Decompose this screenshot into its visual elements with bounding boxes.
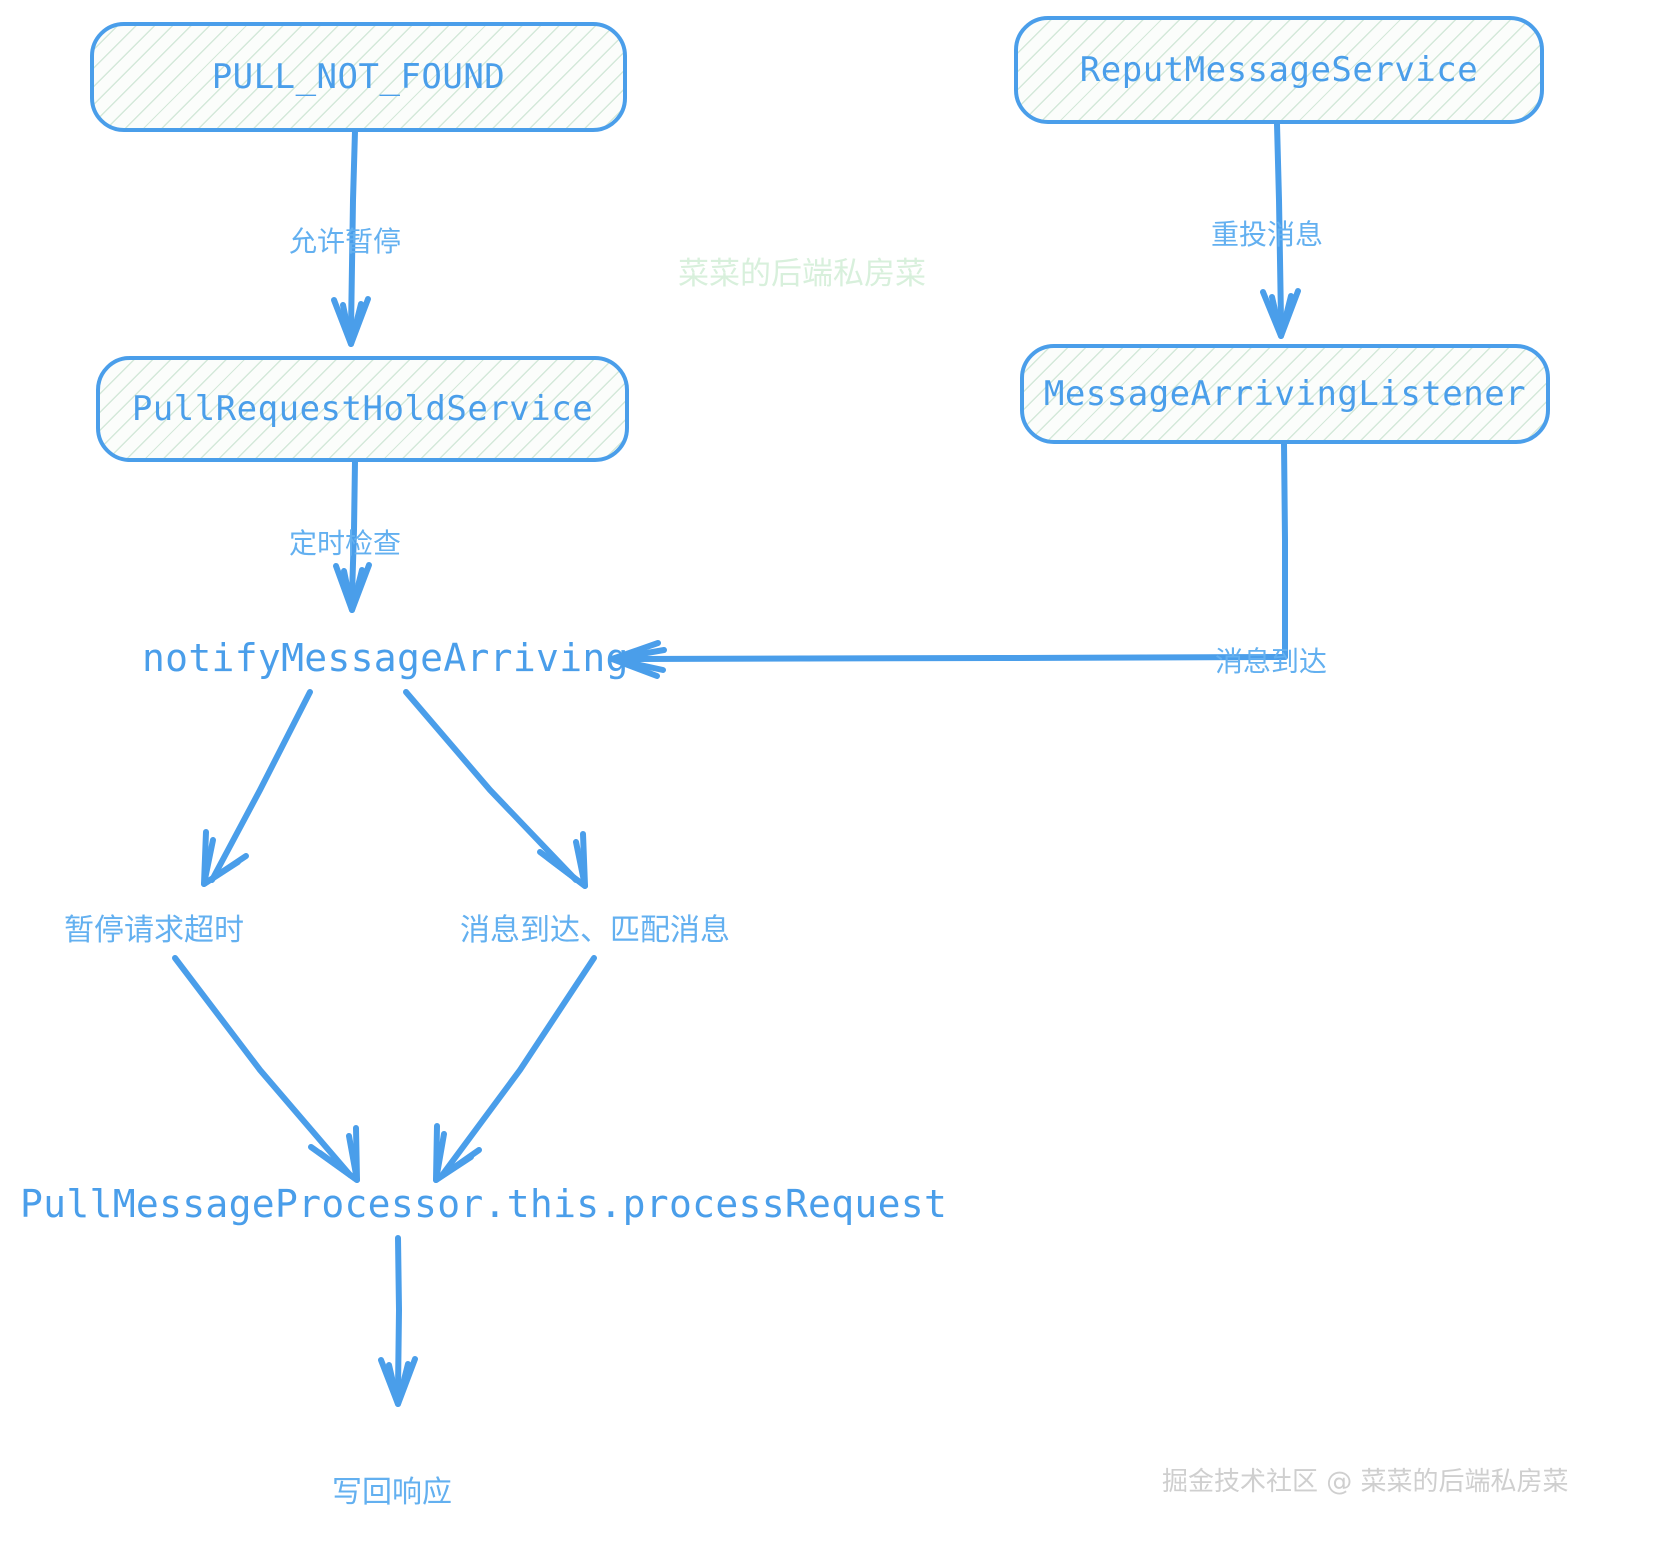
node-notify-message-arriving[interactable]: notifyMessageArriving [142, 636, 629, 680]
node-pull-not-found-label: PULL_NOT_FOUND [211, 57, 506, 97]
connector-process-to-write [378, 1235, 418, 1407]
watermark-center: 菜菜的后端私房菜 [678, 256, 926, 292]
edge-label-allow-suspend: 允许暂停 [289, 225, 402, 258]
connector-to-arrived-matched [403, 689, 588, 889]
edge-label-reput-message: 重投消息 [1211, 218, 1324, 251]
label-write-response: 写回响应 [332, 1475, 452, 1510]
connector-to-suspend-timeout [201, 689, 313, 887]
node-pull-not-found[interactable]: PULL_NOT_FOUND [90, 22, 627, 132]
node-pull-request-hold-service-label: PullRequestHoldService [131, 389, 594, 429]
label-message-arrived-matched: 消息到达、匹配消息 [460, 913, 730, 948]
node-pull-request-hold-service[interactable]: PullRequestHoldService [96, 356, 629, 462]
edge-label-timed-check: 定时检查 [289, 527, 402, 560]
label-suspend-timeout: 暂停请求超时 [64, 913, 244, 948]
watermark-corner: 掘金技术社区 @ 菜菜的后端私房菜 [1162, 1467, 1569, 1497]
edge-label-message-arrived: 消息到达 [1215, 645, 1328, 678]
connector-matched-to-process [433, 955, 597, 1183]
node-message-arriving-listener[interactable]: MessageArrivingListener [1020, 344, 1550, 444]
node-reput-message-service[interactable]: ReputMessageService [1014, 16, 1544, 124]
connector-message-arrived [609, 440, 1288, 679]
node-reput-message-service-label: ReputMessageService [1079, 50, 1479, 90]
node-pull-message-processor[interactable]: PullMessageProcessor.this.processRequest [20, 1182, 948, 1226]
node-message-arriving-listener-label: MessageArrivingListener [1043, 374, 1527, 414]
connector-timeout-to-process [172, 955, 360, 1183]
